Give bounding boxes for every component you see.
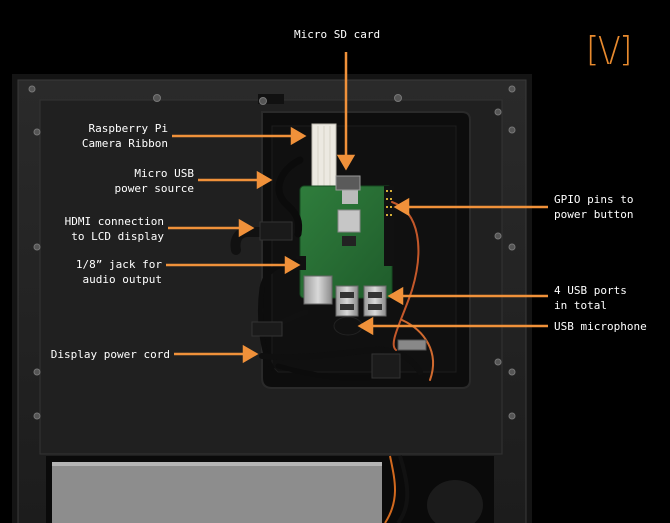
label-audio-jack: 1/8” jack for audio output [75, 258, 162, 286]
label-hdmi: HDMI connection to LCD display [64, 215, 164, 243]
brand-logo: [\/] [586, 30, 632, 70]
label-camera-ribbon: Raspberry Pi Camera Ribbon [81, 122, 168, 150]
label-micro-sd-card: Micro SD card [294, 28, 381, 41]
cables [230, 156, 435, 381]
raspberry-pi-board [296, 175, 394, 317]
label-usb-ports: 4 USB ports in total [554, 284, 627, 312]
label-display-power: Display power cord [50, 348, 170, 361]
leader-lines [166, 52, 548, 364]
label-gpio: GPIO pins to power button [554, 193, 634, 221]
lower-bay [46, 455, 494, 523]
label-usb-microphone: USB microphone [554, 320, 647, 333]
frame-screws [28, 85, 516, 420]
label-micro-usb: Micro USB power source [114, 167, 194, 195]
